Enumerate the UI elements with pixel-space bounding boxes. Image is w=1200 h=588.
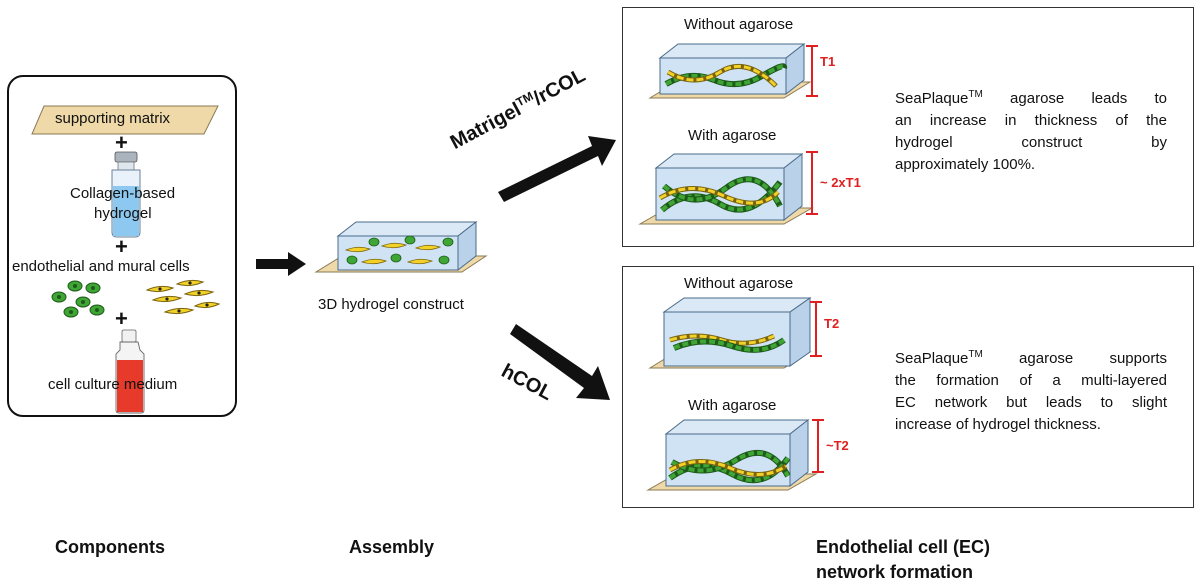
upper-result-panel (622, 7, 1194, 247)
cells-label: endothelial and mural cells (12, 258, 190, 275)
construct-label: 3D hydrogel construct (318, 296, 464, 313)
route-matrigel-rest: /rCOL (529, 64, 590, 110)
upper-desc-line1: SeaPlaqueTM agarose leads to (895, 84, 1167, 110)
arrow-down-right-icon (510, 324, 610, 400)
lower-approx-t2-thickness-marker (812, 419, 824, 473)
cells-illustration (51, 279, 221, 318)
upper-description: SeaPlaqueTM agarose leads to an increase… (895, 84, 1167, 176)
components-heading: Components (55, 537, 165, 557)
components-box (7, 75, 237, 417)
lower-desc-brand: SeaPlaque (895, 350, 969, 367)
lower-without-agarose-title: Without agarose (684, 275, 794, 292)
upper-desc-tm: TM (968, 89, 983, 100)
plus-sign-2: + (115, 234, 128, 259)
upper-desc-line3: hydrogel construct by (895, 134, 1167, 151)
hydrogel-label-line1: Collagen-based (70, 185, 176, 202)
ec-network-heading-line2: network formation (816, 562, 974, 582)
upper-desc-rest: agarose leads to (982, 90, 1167, 107)
lower-gel-with-agarose (646, 418, 818, 491)
plus-sign-3: + (115, 306, 128, 331)
lower-desc-line3: EC network but leads to slight (895, 394, 1167, 411)
medium-bottle-icon (115, 329, 145, 414)
lower-gel-without-agarose (648, 297, 812, 369)
lower-desc-line2: the formation of a multi-layered (895, 372, 1167, 389)
upper-t1-thickness-marker (806, 45, 818, 97)
lower-approx-t2-label: ~T2 (826, 438, 849, 453)
upper-with-agarose-title: With agarose (688, 127, 777, 144)
vial-icon (111, 151, 141, 238)
assembly-heading: Assembly (349, 537, 435, 557)
lower-desc-tm: TM (968, 349, 983, 360)
upper-2xt1-label: ~ 2xT1 (820, 175, 861, 190)
upper-desc-line4: approximately 100%. (895, 156, 1036, 173)
upper-without-agarose-title: Without agarose (684, 16, 794, 33)
lower-desc-line1: SeaPlaqueTM agarose supports (895, 344, 1167, 370)
supporting-matrix-sheet (31, 105, 219, 135)
upper-2xt1-thickness-marker (806, 151, 818, 215)
medium-label: cell culture medium (48, 376, 178, 393)
hydrogel-label-line2: hydrogel (94, 205, 152, 222)
upper-desc-line2: an increase in thickness of the (895, 112, 1167, 129)
ec-network-heading-line1: Endothelial cell (EC) (816, 537, 991, 557)
arrow-up-right-icon (498, 136, 616, 202)
upper-gel-with-agarose (638, 152, 814, 225)
arrow-right-icon (256, 252, 306, 276)
lower-result-panel (622, 266, 1194, 508)
plus-sign-1: + (115, 130, 128, 155)
hydrogel-construct-illustration (314, 220, 488, 273)
lower-t2-thickness-marker (810, 301, 822, 357)
supporting-matrix-label: supporting matrix (55, 110, 171, 127)
upper-t1-label: T1 (820, 54, 836, 69)
lower-description: SeaPlaqueTM agarose supports the formati… (895, 344, 1167, 436)
upper-gel-without-agarose (648, 42, 812, 99)
lower-desc-rest: agarose supports (982, 350, 1167, 367)
lower-with-agarose-title: With agarose (688, 397, 777, 414)
lower-t2-label: T2 (824, 316, 840, 331)
upper-desc-brand: SeaPlaque (895, 90, 969, 107)
lower-desc-line4: increase of hydrogel thickness. (895, 416, 1101, 433)
